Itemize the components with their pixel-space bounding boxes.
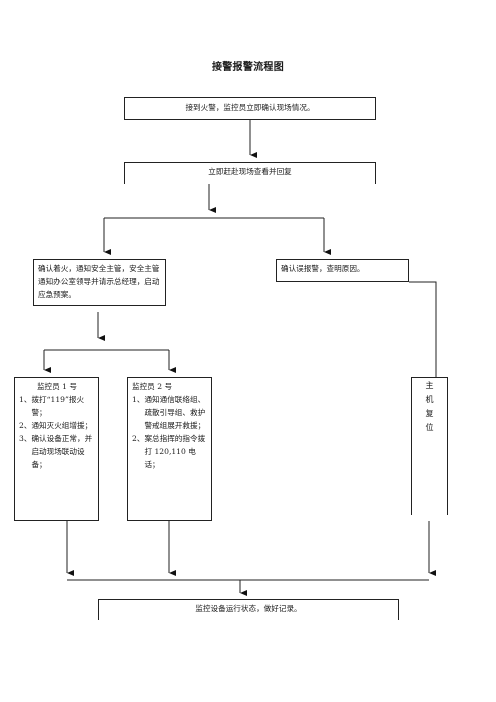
node-host-reset: 主机复位 <box>411 377 448 515</box>
node-host-reset-text: 主机复位 <box>425 381 434 437</box>
node-receive-alarm: 接到火警，监控员立即确认现场情况。 <box>124 97 376 120</box>
node-false-alarm: 确认误报警，查明原因。 <box>276 259 409 282</box>
node-false-alarm-text: 确认误报警，查明原因。 <box>281 264 365 273</box>
node-go-verify-text: 立即赶赴现场查看并回复 <box>208 167 292 176</box>
node-monitor-2: 监控员 2 号 1、通知通信联络组、疏散引导组、救护警戒组展开救援； 2、案总指… <box>127 377 212 521</box>
monitor-1-task: 1、拨打“119”报火警； <box>19 395 85 417</box>
node-final-record-text: 监控设备运行状态，做好记录。 <box>195 604 302 613</box>
monitor-2-task-list: 1、通知通信联络组、疏散引导组、救护警戒组展开救援； 2、案总指挥的指令拨打 1… <box>132 393 208 471</box>
node-receive-alarm-text: 接到火警，监控员立即确认现场情况。 <box>185 103 315 112</box>
monitor-2-task: 1、通知通信联络组、疏散引导组、救护警戒组展开救援； <box>132 395 206 430</box>
node-confirm-fire-text: 确认着火，通知安全主管，安全主管通知办公室领导并请示总经理，启动应急预案。 <box>38 264 160 299</box>
monitor-1-task: 3、确认设备正常，并启动现场联动设备； <box>19 434 93 469</box>
monitor-2-task: 2、案总指挥的指令拨打 120,110 电话； <box>132 434 206 469</box>
monitor-1-task-list: 1、拨打“119”报火警； 2、通知灭火组增援； 3、确认设备正常，并启动现场联… <box>19 393 95 471</box>
connector-false-to-host-reset <box>409 281 437 377</box>
monitor-1-header: 监控员 1 号 <box>36 382 78 391</box>
node-confirm-fire: 确认着火，通知安全主管，安全主管通知办公室领导并请示总经理，启动应急预案。 <box>33 259 166 306</box>
node-go-verify: 立即赶赴现场查看并回复 <box>124 162 376 184</box>
monitor-1-task: 2、通知灭火组增援； <box>19 421 93 430</box>
node-monitor-1: 监控员 1 号 1、拨打“119”报火警； 2、通知灭火组增援； 3、确认设备正… <box>14 377 99 521</box>
node-final-record: 监控设备运行状态，做好记录。 <box>98 599 399 620</box>
diagram-title: 接警报警流程图 <box>211 62 285 73</box>
monitor-2-header: 监控员 2 号 <box>132 382 173 391</box>
